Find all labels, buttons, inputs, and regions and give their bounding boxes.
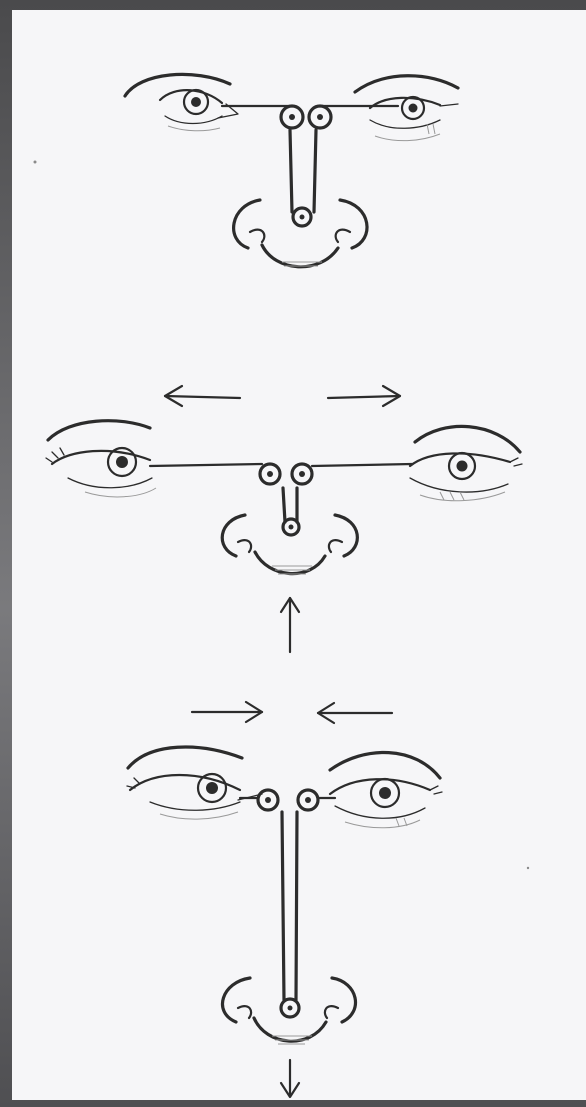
stray-mark bbox=[34, 161, 37, 164]
paper-sheet bbox=[12, 10, 586, 1100]
stray-mark bbox=[527, 867, 529, 869]
